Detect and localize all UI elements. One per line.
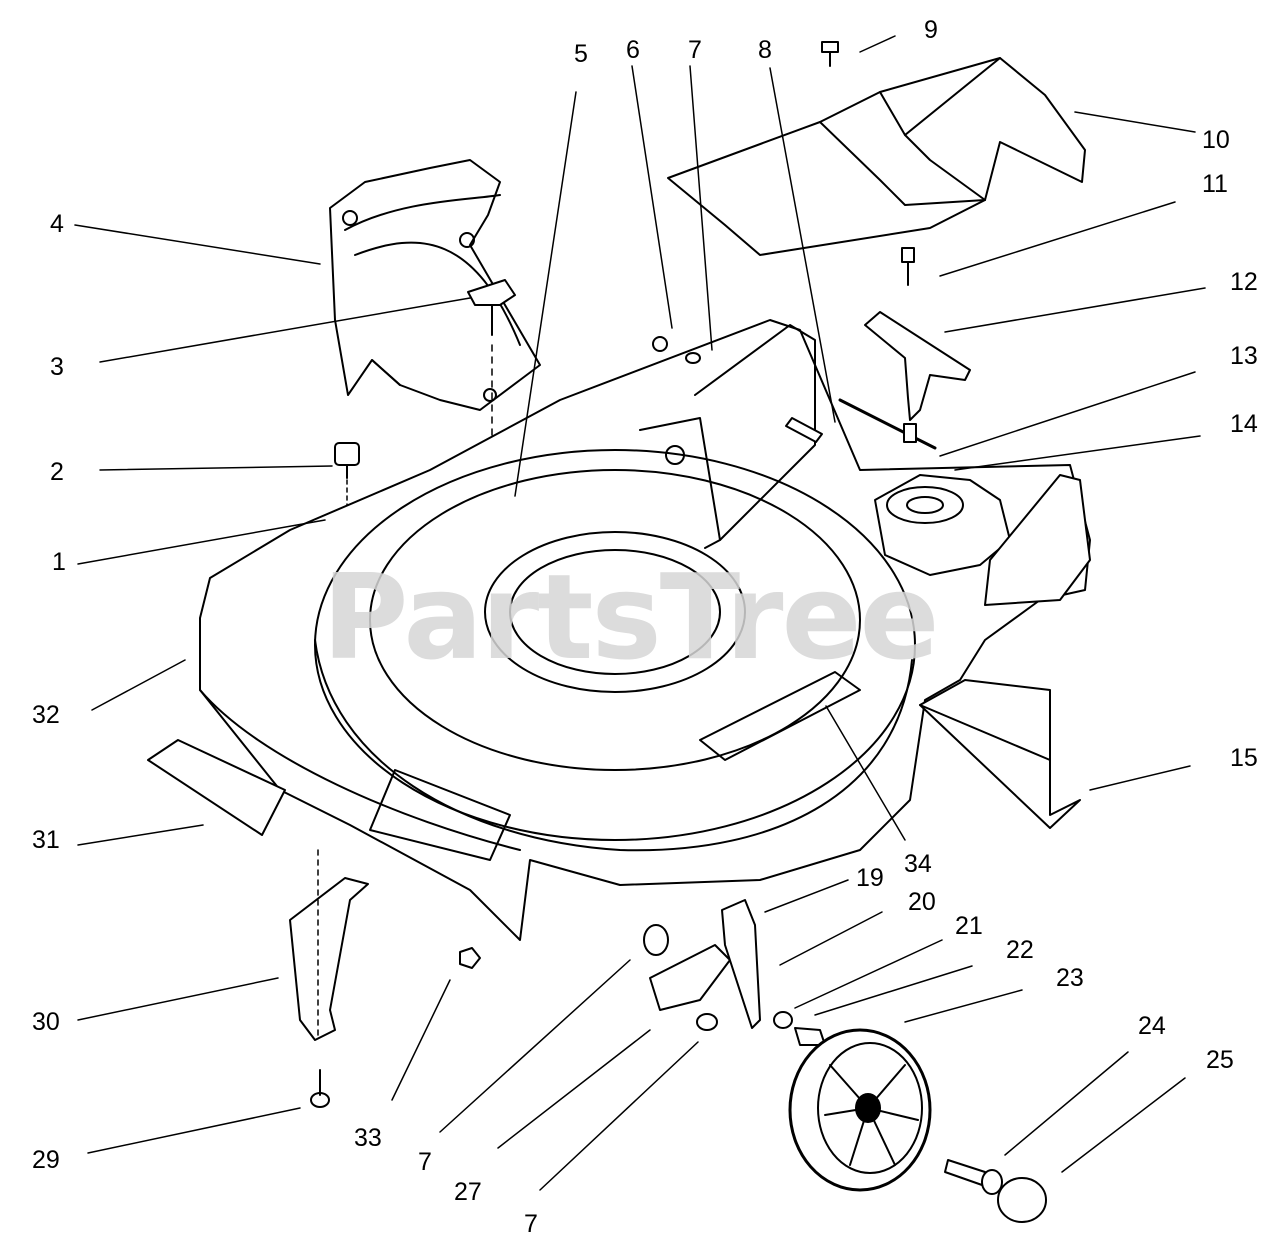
callout-31: 31 — [32, 826, 60, 854]
callout-3: 3 — [50, 353, 64, 381]
callout-7-mid: 7 — [418, 1148, 432, 1176]
callout-9: 9 — [924, 16, 938, 44]
screw-part — [821, 41, 839, 67]
callout-34: 34 — [904, 850, 932, 878]
mower-deck-part — [199, 319, 1091, 941]
callout-8: 8 — [758, 36, 772, 64]
callout-14: 14 — [1230, 410, 1258, 438]
callout-2: 2 — [50, 458, 64, 486]
callout-22: 22 — [1006, 936, 1034, 964]
callout-11: 11 — [1202, 170, 1228, 198]
callout-19: 19 — [856, 864, 884, 892]
height-adjust-plate-part — [643, 924, 731, 1031]
axle-bolt-part — [944, 1159, 1003, 1195]
discharge-cover-part — [329, 159, 541, 411]
callout-7-top: 7 — [688, 36, 702, 64]
callout-4: 4 — [50, 210, 64, 238]
handle-bracket-part — [289, 849, 369, 1041]
nut-washer-stud-part — [652, 336, 823, 443]
callout-30: 30 — [32, 1008, 60, 1036]
callout-25: 25 — [1206, 1046, 1234, 1074]
callout-20: 20 — [908, 888, 936, 916]
callout-23: 23 — [1056, 964, 1084, 992]
callout-15: 15 — [1230, 744, 1258, 772]
callout-5: 5 — [574, 40, 588, 68]
callout-13: 13 — [1230, 342, 1258, 370]
bracket-rod-part — [838, 247, 971, 450]
callout-12: 12 — [1230, 268, 1258, 296]
callout-1: 1 — [52, 548, 66, 576]
callout-29: 29 — [32, 1146, 60, 1174]
wheel-part — [788, 1028, 932, 1192]
callout-21: 21 — [955, 912, 983, 940]
callout-7-bottom: 7 — [524, 1210, 538, 1238]
rear-skirt-part — [919, 679, 1081, 829]
callout-6: 6 — [626, 36, 640, 64]
engine-part — [874, 474, 1091, 606]
callout-32: 32 — [32, 701, 60, 729]
callout-27: 27 — [454, 1178, 482, 1206]
callout-33: 33 — [354, 1124, 382, 1152]
decal-part — [147, 739, 286, 836]
callout-10: 10 — [1202, 126, 1230, 154]
callout-24: 24 — [1138, 1012, 1166, 1040]
hub-cap-part — [997, 1177, 1047, 1223]
axle-bracket-part — [721, 899, 826, 1046]
nut-part — [459, 947, 481, 969]
leader-lines — [74, 35, 1206, 1191]
bolt-part — [310, 1069, 330, 1108]
rear-cover-part — [667, 57, 1086, 256]
